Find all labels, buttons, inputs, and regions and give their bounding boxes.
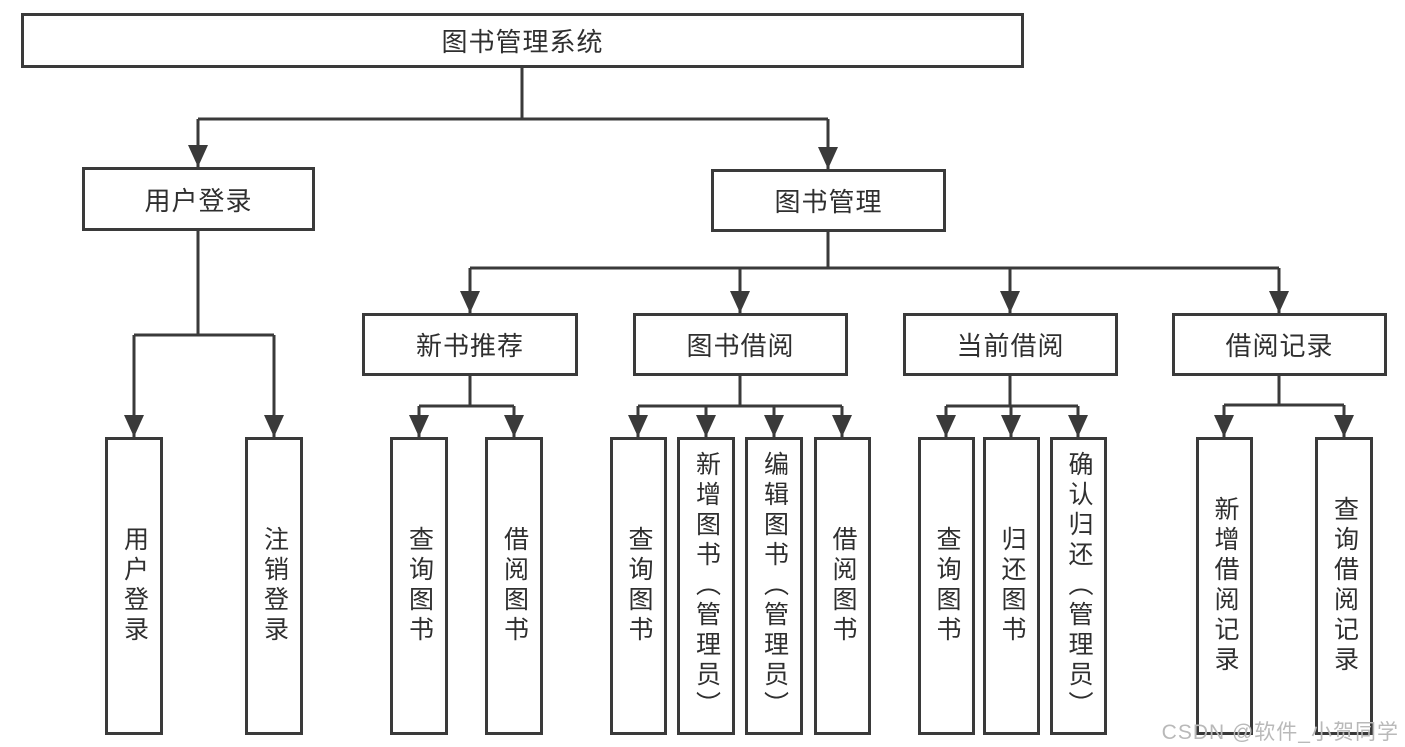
node-user-login: 用户登录 (82, 167, 315, 231)
leaf-borrow-query-books: 查询图书 (610, 437, 667, 735)
connector-new-book-rec (409, 376, 524, 437)
connector-root (188, 68, 838, 169)
leaf-records-query-record: 查询借阅记录 (1315, 437, 1373, 735)
node-book-management: 图书管理 (711, 169, 946, 232)
leaf-newbook-query-books: 查询图书 (390, 437, 448, 735)
node-borrow-records: 借阅记录 (1172, 313, 1387, 376)
node-current-borrow: 当前借阅 (903, 313, 1118, 376)
watermark: CSDN @软件_小贺同学 (1161, 721, 1399, 744)
leaf-newbook-borrow-books: 借阅图书 (485, 437, 543, 735)
leaf-current-confirm-return-admin: 确认归还（管理员） (1050, 437, 1107, 735)
connector-book-borrow (628, 376, 852, 437)
node-new-book-recommend: 新书推荐 (362, 313, 578, 376)
node-library-system: 图书管理系统 (21, 13, 1024, 68)
node-book-borrow: 图书借阅 (633, 313, 848, 376)
leaf-records-add-record: 新增借阅记录 (1196, 437, 1253, 735)
leaf-user-login: 用户登录 (105, 437, 163, 735)
leaf-borrow-add-books-admin: 新增图书（管理员） (677, 437, 735, 735)
leaf-current-query-books: 查询图书 (918, 437, 975, 735)
connector-current-borrow (936, 376, 1088, 437)
leaf-current-return-books: 归还图书 (983, 437, 1040, 735)
leaf-borrow-edit-books-admin: 编辑图书（管理员） (745, 437, 803, 735)
leaf-borrow-borrow-books: 借阅图书 (814, 437, 871, 735)
connector-borrow-records (1214, 376, 1354, 437)
leaf-logout: 注销登录 (245, 437, 303, 735)
connector-book-mgmt (460, 232, 1289, 313)
connector-user-login (124, 231, 284, 437)
